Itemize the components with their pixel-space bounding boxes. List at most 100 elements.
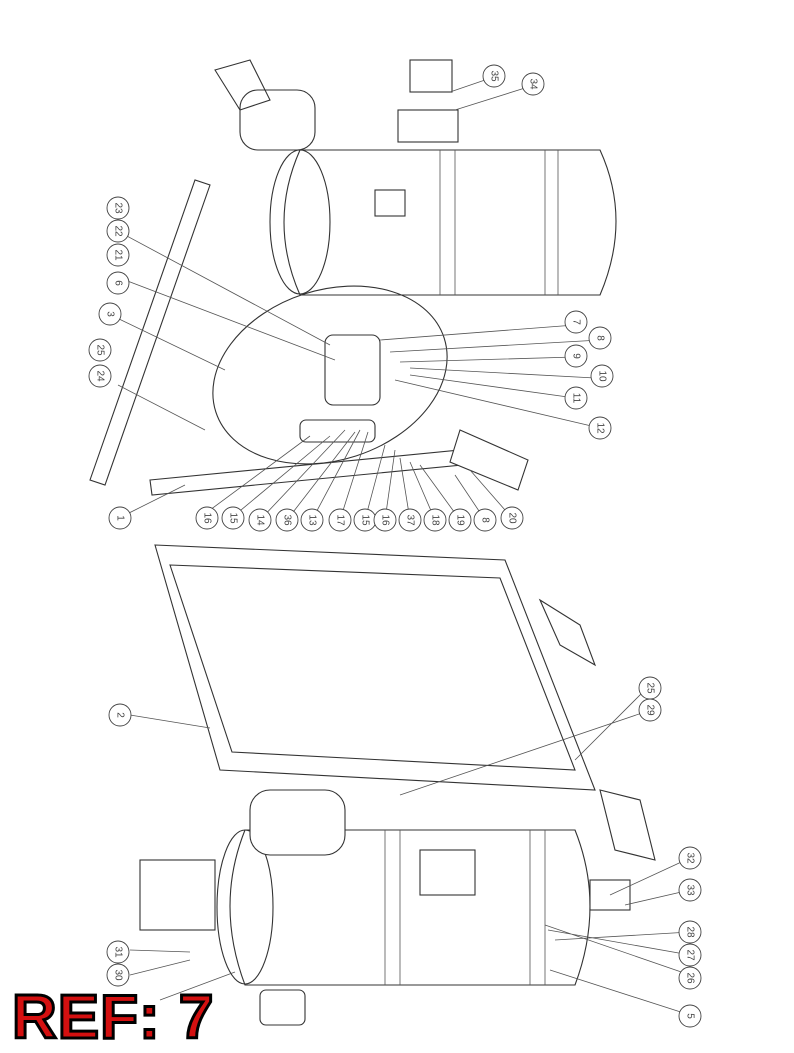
upper-callout-label: 11: [571, 393, 582, 404]
lower-callout-label: 28: [685, 926, 696, 938]
lower-callout-label: 5: [685, 1013, 696, 1019]
lower-callout-6: 27: [678, 943, 702, 967]
upper-callout-circle: [221, 506, 245, 530]
upper-callout-circle: [423, 508, 447, 532]
upper-callout-circle: [300, 508, 324, 532]
lower-callout-circle: [678, 920, 702, 944]
mounting-bracket-upper: [449, 429, 529, 491]
tank-body-lower: [229, 829, 591, 986]
upper-callout-label: 15: [228, 512, 239, 524]
upper-callout-label: 37: [405, 514, 416, 526]
upper-callout-label: 18: [430, 514, 441, 526]
upper-callout-label: 34: [528, 78, 539, 90]
mounting-bracket-right: [538, 598, 597, 667]
upper-callout-2: 23: [106, 196, 130, 220]
upper-callout-circle: [88, 338, 112, 362]
upper-callout-circle: [398, 508, 422, 532]
upper-callout-circle: [521, 72, 545, 96]
upper-callout-label: 35: [489, 70, 500, 82]
upper-callout-circle: [248, 508, 272, 532]
lower-callout-label: 25: [645, 682, 656, 694]
upper-callout-circle: [482, 64, 506, 88]
upper-callout-12: 9: [564, 344, 588, 368]
upper-callout-label: 3: [105, 311, 116, 317]
lower-callout-circle: [678, 846, 702, 870]
bottom-rail-upper: [149, 449, 463, 496]
lower-callout-label: 33: [685, 884, 696, 896]
lower-callout-label: 32: [685, 852, 696, 864]
upper-callout-circle: [564, 310, 588, 334]
solenoid-valve: [374, 189, 406, 217]
upper-callout-label: 13: [307, 514, 318, 526]
lower-callout-5: 28: [678, 920, 702, 944]
upper-callout-8: 24: [88, 364, 112, 388]
end-flange-block: [139, 859, 216, 931]
lower-callout-1: 25: [638, 676, 662, 700]
upper-callout-label: 20: [507, 512, 518, 524]
lower-callout-label: 29: [645, 704, 656, 716]
upper-assembly-drawing: [89, 59, 617, 521]
upper-callout-circle: [98, 302, 122, 326]
ref-label: REF: 7: [10, 982, 215, 1053]
upper-callout-circle: [106, 271, 130, 295]
leader-lines-upper: [116, 79, 601, 521]
lower-callout-label: 30: [113, 969, 124, 981]
upper-callout-label: 7: [571, 319, 582, 325]
upper-callout-4: 21: [106, 243, 130, 267]
upper-callout-10: 7: [564, 310, 588, 334]
central-manifold: [324, 334, 381, 406]
frame-outer: [154, 544, 596, 791]
upper-callout-13: 10: [590, 364, 614, 388]
lower-callout-7: 26: [678, 966, 702, 990]
drain-fitting: [259, 989, 306, 1026]
upper-callout-label: 16: [202, 512, 213, 524]
lower-callout-label: 27: [685, 949, 696, 961]
lower-callout-9: 31: [106, 940, 130, 964]
mounting-bracket-lower: [599, 789, 656, 861]
tank-body-upper: [283, 149, 617, 296]
lower-callout-circle: [106, 963, 130, 987]
upper-callout-14: 11: [564, 386, 588, 410]
tank-strap-upper-left: [439, 150, 456, 295]
upper-callout-circle: [373, 508, 397, 532]
upper-callout-label: 24: [95, 370, 106, 382]
lower-callout-label: 2: [115, 712, 126, 718]
top-valve-block: [409, 59, 453, 93]
upper-callout-3: 22: [106, 219, 130, 243]
upper-callout-circle: [564, 344, 588, 368]
upper-callout-circle: [106, 243, 130, 267]
top-flange: [397, 109, 459, 143]
lower-callout-3: 32: [678, 846, 702, 870]
upper-callout-6: 3: [98, 302, 122, 326]
tank-strap-lower-left: [384, 830, 401, 985]
upper-callout-27: 8: [473, 508, 497, 532]
upper-callout-label: 19: [455, 514, 466, 526]
upper-callout-19: 36: [275, 508, 299, 532]
upper-callout-label: 8: [595, 335, 606, 341]
upper-callout-label: 21: [113, 249, 124, 261]
upper-callout-label: 17: [335, 514, 346, 526]
tank-end-cap-upper: [269, 149, 331, 295]
upper-callout-label: 36: [282, 514, 293, 526]
upper-callout-0: 35: [482, 64, 506, 88]
tank-strap-lower-right: [529, 830, 546, 985]
lower-callout-label: 26: [685, 972, 696, 984]
upper-callout-circle: [275, 508, 299, 532]
lower-callout-circle: [678, 943, 702, 967]
upper-callout-label: 12: [595, 422, 606, 434]
lower-callout-circle: [678, 878, 702, 902]
upper-callout-circle: [106, 196, 130, 220]
lower-callout-circle: [106, 940, 130, 964]
upper-callout-label: 23: [113, 202, 124, 214]
lower-callout-4: 33: [678, 878, 702, 902]
tank-end-cap-lower: [216, 829, 274, 985]
upper-callout-label: 16: [380, 514, 391, 526]
upper-callout-label: 6: [113, 280, 124, 286]
upper-callout-circle: [106, 219, 130, 243]
lower-callout-circle: [678, 1004, 702, 1028]
upper-callout-18: 14: [248, 508, 272, 532]
upper-callout-label: 22: [113, 225, 124, 237]
